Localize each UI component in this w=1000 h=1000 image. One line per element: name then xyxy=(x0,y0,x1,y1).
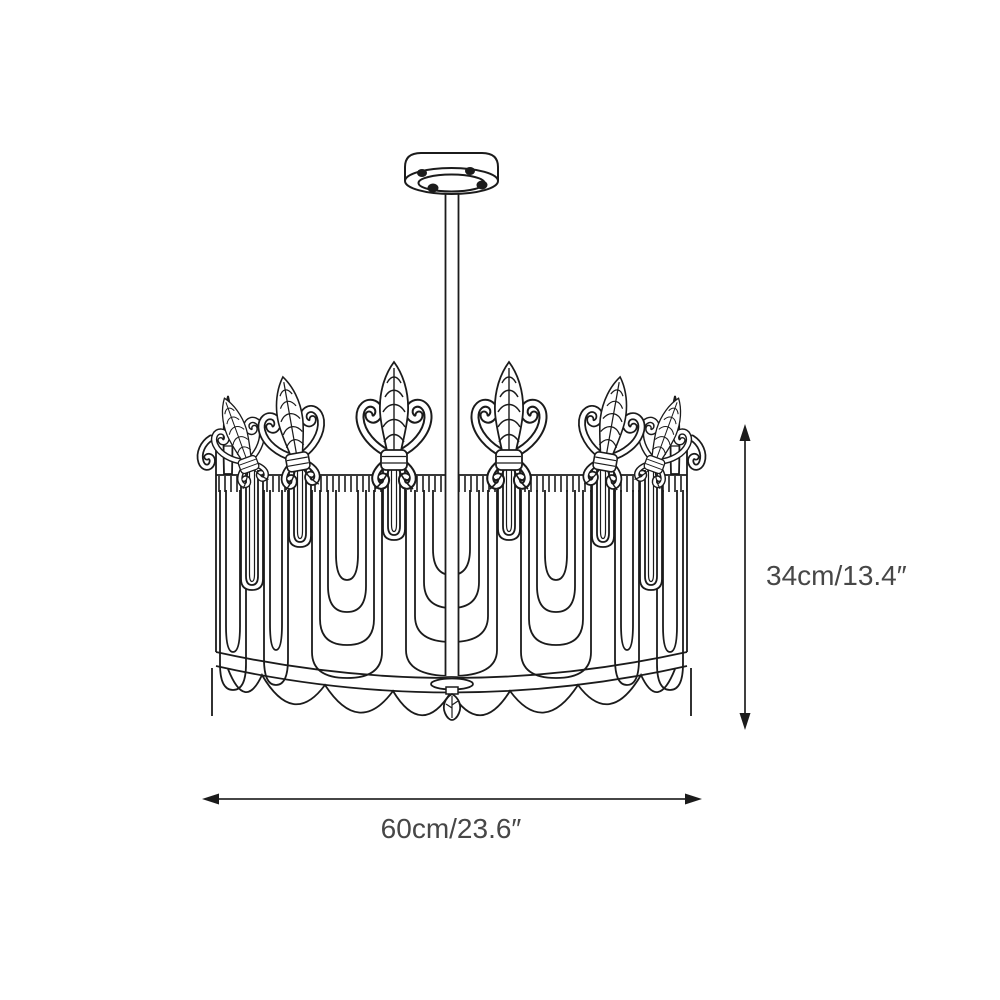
edge-curl-icon xyxy=(200,438,212,467)
fleur-de-lis-icon xyxy=(475,362,543,489)
canopy-screw-icon xyxy=(476,180,488,190)
ceiling-canopy xyxy=(404,152,499,195)
canopy-screw-icon xyxy=(427,183,439,193)
hanging-rod xyxy=(444,192,460,676)
bulb-finial xyxy=(430,677,474,721)
width-arrow-icon xyxy=(202,793,702,805)
edge-curl-icon xyxy=(691,438,703,467)
drape-panels xyxy=(219,490,684,691)
canopy-screw-icon xyxy=(465,167,475,175)
width-label: 60cm/23.6″ xyxy=(381,813,522,844)
width-dimension: 60cm/23.6″ xyxy=(202,793,702,844)
drum-shade xyxy=(211,434,692,717)
fleur-de-lis-icon xyxy=(360,362,428,489)
height-arrow-icon xyxy=(739,424,751,730)
height-dimension: 34cm/13.4″ xyxy=(739,424,907,730)
canopy-screw-icon xyxy=(417,169,427,177)
pendant-strips xyxy=(240,470,663,591)
height-label: 34cm/13.4″ xyxy=(766,560,907,591)
drum-side-edges xyxy=(215,434,688,652)
